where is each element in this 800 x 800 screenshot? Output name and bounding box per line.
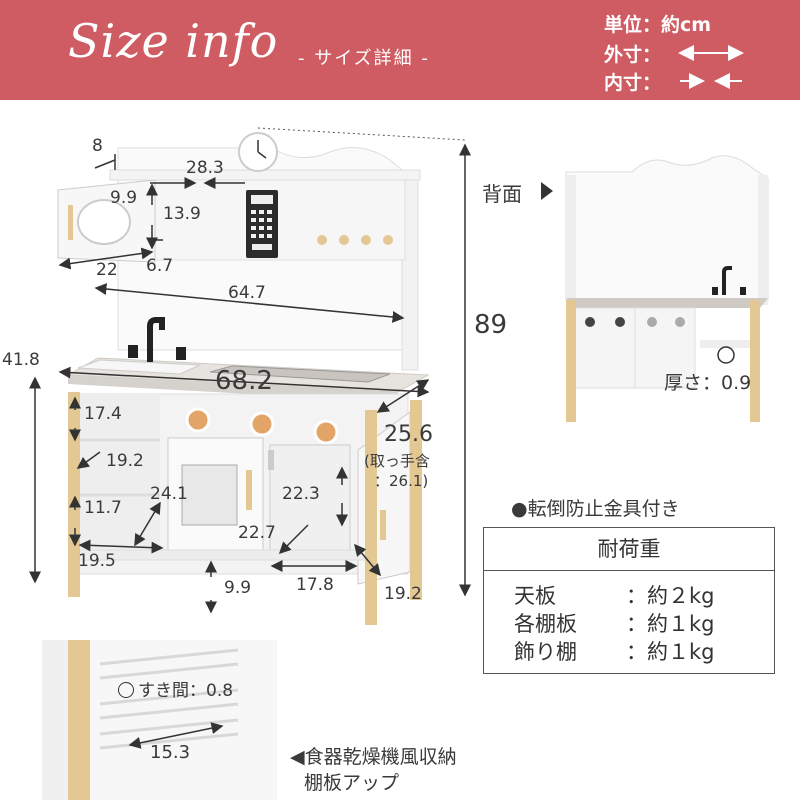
inner-size-label: 内寸： — [604, 72, 662, 94]
load-row-name: 天板 — [514, 584, 556, 608]
header-banner: Size info - サイズ詳細 - 単位：約cm 外寸： 内寸： — [0, 0, 800, 100]
anti-tip-note: ●転倒防止金具付き — [511, 498, 680, 520]
load-capacity-table: 耐荷重 天板 ：約２kg 各棚板 ：約１kg 飾り棚 ：約１kg — [483, 527, 775, 674]
dim-25-6: 25.6 — [384, 422, 433, 447]
dim-9-9-top: 9.9 — [110, 188, 138, 208]
dim-9-9-bottom: 9.9 — [224, 578, 252, 598]
dim-22: 22 — [96, 260, 118, 280]
stove-knob-icon — [185, 407, 339, 445]
shelf-detail-photo — [42, 640, 277, 800]
dim-13-9: 13.9 — [163, 204, 201, 224]
dim-41-8: 41.8 — [2, 350, 40, 370]
detail-caption-1: ◀食器乾燥機風収納 — [290, 746, 457, 768]
load-row-name: 飾り棚 — [514, 640, 577, 664]
back-pointer-icon — [541, 182, 553, 200]
load-row-value: ：約１kg — [626, 612, 715, 636]
dim-89: 89 — [474, 310, 508, 340]
dim-17-8: 17.8 — [296, 575, 334, 595]
detail-gap-text: すき間：0.8 — [138, 681, 234, 701]
dim-11-7: 11.7 — [84, 498, 122, 518]
back-label: 背面 — [482, 182, 522, 206]
load-row-value: ：約１kg — [626, 640, 715, 664]
front-view — [29, 127, 471, 625]
load-capacity-title: 耐荷重 — [484, 528, 774, 571]
dim-6-7: 6.7 — [146, 256, 174, 276]
detail-gap-label: すき間：0.8 — [118, 676, 233, 701]
dim-22-7: 22.7 — [238, 523, 276, 543]
dim-19-2-right: 19.2 — [384, 584, 422, 604]
dim-19-5: 19.5 — [78, 551, 116, 571]
outer-size-legend: 外寸： — [604, 40, 661, 67]
clock-icon — [238, 132, 278, 172]
detail-caption-2: 棚板アップ — [304, 772, 400, 794]
inner-size-legend: 内寸： — [604, 68, 661, 95]
dim-68-2: 68.2 — [215, 366, 273, 396]
back-view — [565, 155, 769, 422]
page-subtitle: - サイズ詳細 - — [298, 48, 430, 69]
back-thickness: 厚さ：0.9 — [664, 372, 752, 394]
dim-17-4: 17.4 — [84, 404, 122, 424]
circle-icon — [118, 682, 134, 698]
microwave-keypad-icon — [246, 190, 278, 258]
load-row-name: 各棚板 — [514, 612, 577, 636]
dim-8: 8 — [92, 136, 103, 156]
dim-25-6-note-line2: ：26.1) — [374, 472, 429, 490]
outer-size-label: 外寸： — [604, 44, 662, 66]
dim-28-3: 28.3 — [186, 158, 224, 178]
dim-64-7: 64.7 — [228, 283, 266, 303]
page-title: Size info — [68, 14, 279, 68]
dim-19-2-left: 19.2 — [106, 451, 144, 471]
detail-width: 15.3 — [150, 742, 191, 763]
dim-22-3: 22.3 — [282, 484, 320, 504]
unit-label: 単位：約cm — [604, 14, 712, 36]
dim-24-1: 24.1 — [150, 484, 188, 504]
load-row-value: ：約２kg — [626, 584, 715, 608]
dim-25-6-note-line1: (取っ手含 — [364, 452, 430, 470]
